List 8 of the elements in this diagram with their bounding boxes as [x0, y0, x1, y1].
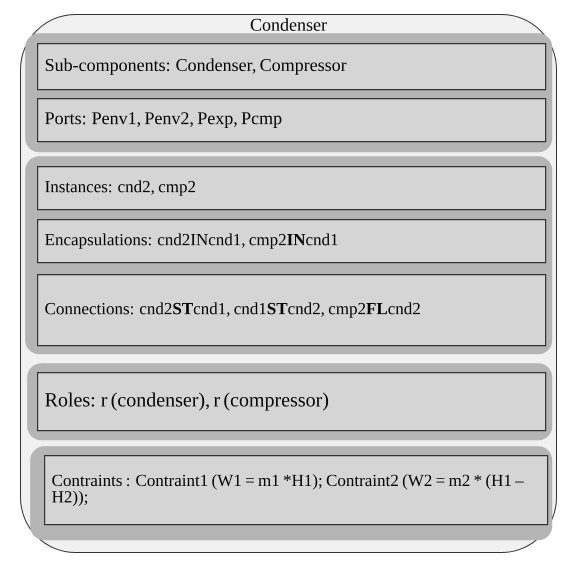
text-box: Connections: cnd2STcnd1, cnd1STcnd2, cmp2FLcnd2 [37, 274, 546, 346]
text-box: Sub-components: Condenser, Compressor [37, 43, 546, 90]
text-box: Instances: cnd2, cmp2 [37, 166, 546, 210]
text-box: Ports: Penv1, Penv2, Pexp, Pcmp [37, 98, 546, 142]
text-box: Contraints : Contraint1 (W1 = m1 *H1); Contraint2 (W2 = m2 * (H1 – H2)); [44, 455, 548, 526]
text-box: Roles: r (condenser), r (compressor) [37, 372, 546, 432]
box-title: Condenser [250, 18, 327, 31]
text-box: Encapsulations: cnd2INcnd1, cmp2INcnd1 [37, 219, 546, 264]
